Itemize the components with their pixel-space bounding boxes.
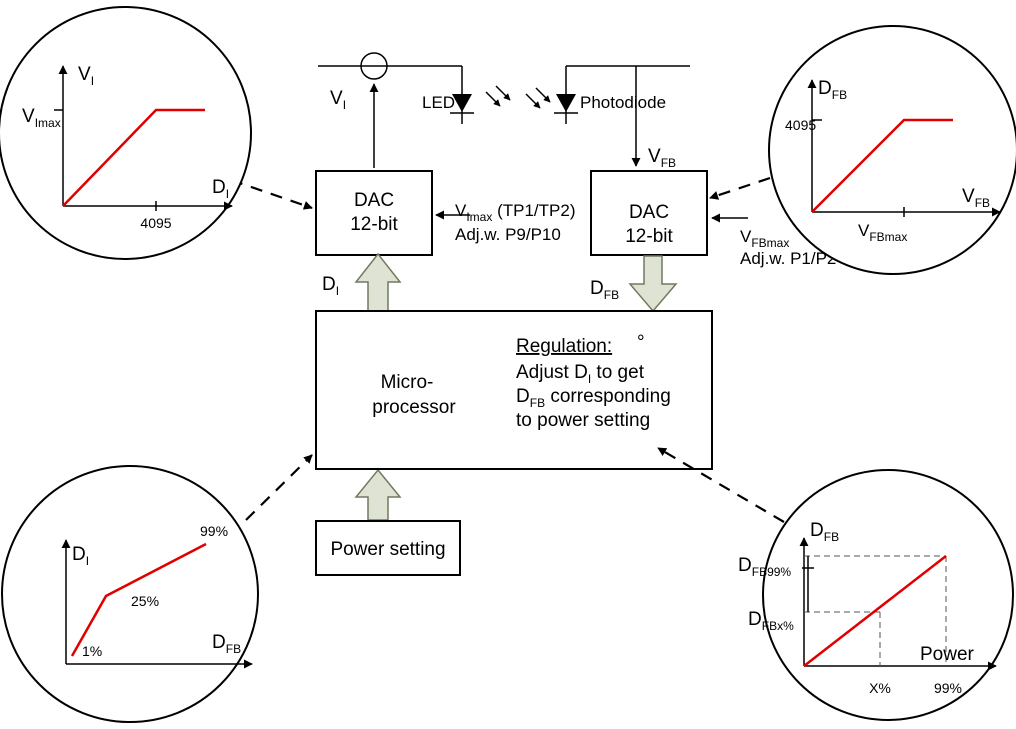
graph-top-right: DFB 4095 VFB VFBmax: [768, 25, 1016, 275]
graph-top-left: VI VImax DI 4095: [0, 6, 252, 260]
regulation-text: Regulation: ° Adjust DI to get DFB corre…: [516, 332, 671, 431]
power-setting-box: Power setting: [315, 520, 461, 576]
regulation-heading: Regulation:: [516, 336, 612, 357]
vi-label: VI: [330, 88, 346, 112]
regulation-line1: Adjust DI to get: [516, 362, 645, 386]
vimax-note: VImax (TP1/TP2): [455, 201, 575, 224]
br-y-mark-lo: DFBx%: [748, 609, 794, 633]
photodiode-label: Photodiode: [580, 93, 666, 112]
vfbmax-adjust: Adj.w. P1/P2: [740, 249, 836, 268]
tl-y-mark: VImax: [22, 106, 61, 130]
di-vs-dfb-curve: [70, 542, 207, 657]
di-bus-arrow: [354, 252, 402, 312]
dac-left-box: DAC 12-bit: [315, 170, 433, 256]
led-label: LED: [422, 93, 455, 112]
regulation-marker: °: [637, 332, 645, 353]
regulation-line3: to power setting: [516, 410, 650, 431]
br-y-axis-label: DFB: [810, 520, 839, 544]
bl-x-axis-label: DFB: [212, 632, 241, 656]
led-icon: [450, 94, 474, 114]
bl-point-3: 99%: [200, 523, 228, 539]
led-circuit: VI LED Photodiode VFB: [318, 52, 690, 170]
svg-text:DAC: DAC: [629, 202, 669, 223]
svg-text:DAC: DAC: [354, 190, 394, 211]
light-rays-icon: [485, 85, 551, 109]
power-bus-arrow: [354, 468, 402, 521]
bl-y-axis-label: DI: [72, 544, 89, 568]
regulation-line2: DFB corresponding: [516, 386, 671, 410]
graph-bottom-right: DFB DFB99% DFBx% Power X% 99%: [738, 469, 1014, 721]
bl-point-1: 1%: [82, 643, 102, 659]
svg-text:processor: processor: [372, 397, 456, 418]
tr-x-mark: VFBmax: [858, 221, 907, 244]
vfb-label: VFB: [648, 146, 676, 170]
photodiode-icon: [554, 94, 578, 114]
current-sensor-icon: [360, 52, 388, 80]
vfbmax-note: VFBmax: [740, 227, 789, 250]
dfb-bus-label: DFB: [590, 278, 619, 302]
svg-text:12-bit: 12-bit: [625, 226, 673, 247]
br-x-axis-label: Power: [920, 644, 975, 665]
svg-text:Micro-: Micro-: [381, 372, 434, 393]
graph-bottom-left: DI DFB 1% 25% 99%: [1, 465, 259, 723]
bl-point-2: 25%: [131, 593, 159, 609]
tl-x-tick: 4095: [140, 215, 171, 231]
connector-top-right: [709, 176, 771, 200]
tr-y-tick: 4095: [785, 117, 816, 133]
microprocessor-box: Micro- processor: [315, 310, 713, 470]
br-x-tick-b: 99%: [934, 680, 962, 696]
dfb-curve: [811, 118, 953, 213]
connector-bottom-right: [657, 447, 785, 523]
dac-right-box: DAC 12-bit: [590, 170, 708, 256]
svg-text:12-bit: 12-bit: [350, 214, 398, 235]
dfb-bus-arrow: [628, 255, 678, 313]
connector-bottom-left: [245, 454, 313, 521]
tr-y-axis-label: DFB: [818, 78, 847, 102]
di-bus-label: DI: [322, 274, 339, 298]
br-y-mark-hi: DFB99%: [738, 555, 791, 579]
connector-top-left: [230, 178, 313, 210]
vi-curve: [62, 108, 205, 207]
tr-x-axis-label: VFB: [962, 186, 990, 210]
br-x-tick-a: X%: [869, 680, 891, 696]
svg-text:Power setting: Power setting: [330, 539, 445, 560]
tl-x-axis-label: DI: [212, 177, 229, 201]
tl-y-axis-label: VI: [78, 64, 94, 88]
dfb-vs-power-line: [803, 555, 947, 667]
vimax-adjust: Adj.w. P9/P10: [455, 225, 561, 244]
